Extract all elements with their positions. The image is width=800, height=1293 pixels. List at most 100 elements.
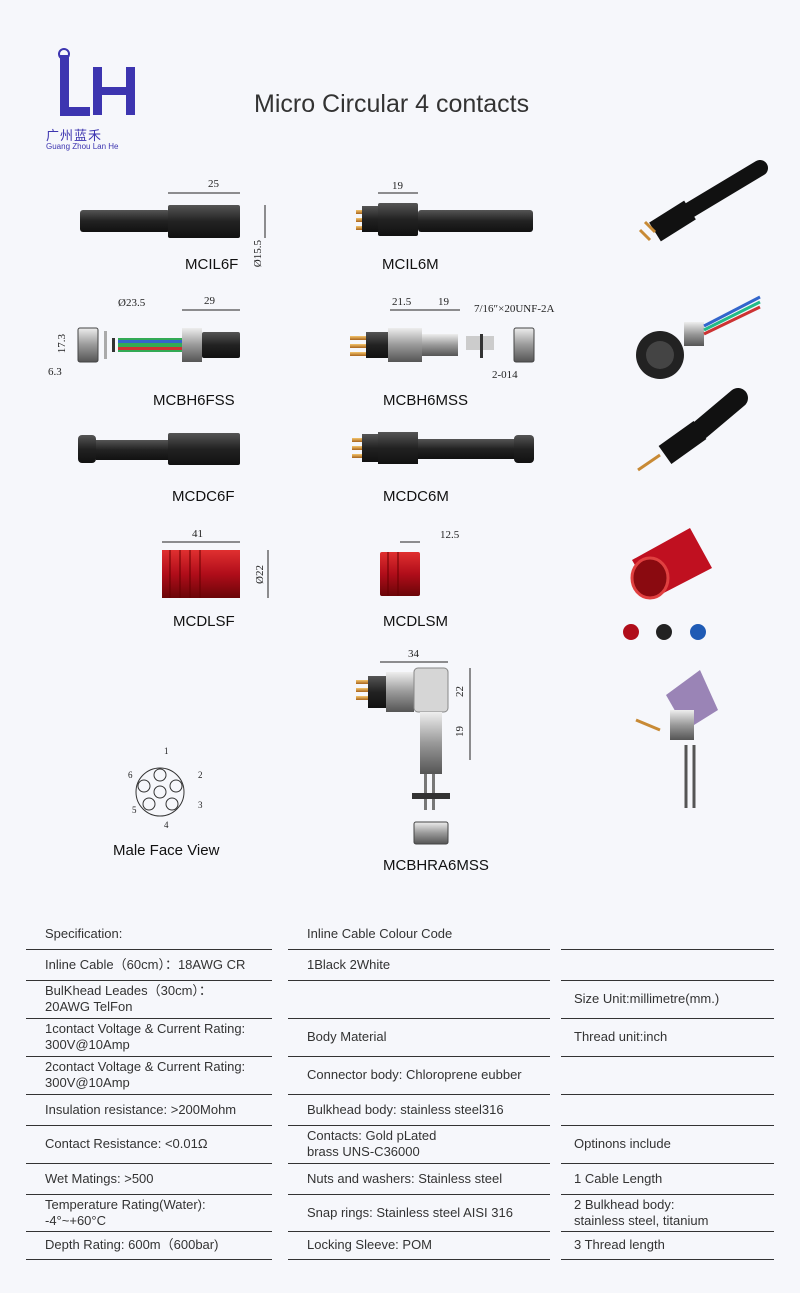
dim-mcil6f-length: 25 bbox=[208, 178, 219, 190]
render-red-sleeve bbox=[630, 528, 712, 600]
mcbh6mss-drawing bbox=[350, 309, 535, 363]
dim-mcbh6mss-b: 19 bbox=[438, 296, 449, 308]
spec-cell: Temperature Rating(Water): -4°~+60°C bbox=[45, 1196, 206, 1228]
table-rule bbox=[561, 1259, 774, 1260]
table-rule bbox=[26, 1163, 272, 1164]
dim-mcdlsf-length: 41 bbox=[192, 528, 203, 540]
render-dummy-male bbox=[637, 388, 748, 472]
table-rule bbox=[288, 1231, 550, 1232]
dim-mcbh6fss-length: 29 bbox=[204, 295, 215, 307]
spec-cell: 3 Thread length bbox=[574, 1237, 665, 1252]
pin-number-2: 2 bbox=[198, 770, 203, 780]
dim-mcdlsm-length: 12.5 bbox=[440, 529, 460, 541]
table-rule bbox=[561, 1163, 774, 1164]
dim-mcbh6mss-oring: 2-014 bbox=[492, 369, 518, 381]
spec-row: BulKhead Leades（30cm）： 20AWG TelFon Size … bbox=[26, 980, 774, 1018]
pin-number-5: 5 bbox=[132, 805, 137, 815]
dim-mcbh6fss-diameter: Ø23.5 bbox=[118, 297, 146, 309]
brand-name-en: Guang Zhou Lan He bbox=[46, 142, 119, 151]
spec-row: 2contact Voltage & Current Rating: 300V@… bbox=[26, 1056, 774, 1094]
sleeve-color-swatch bbox=[690, 624, 706, 640]
spec-cell: Thread unit:inch bbox=[574, 1029, 668, 1044]
render-right-angle bbox=[635, 670, 718, 808]
spec-cell: Locking Sleeve: POM bbox=[307, 1237, 433, 1252]
table-rule bbox=[26, 1194, 272, 1195]
mcbh6fss-drawing bbox=[77, 309, 240, 363]
table-rule bbox=[561, 1094, 774, 1095]
pin-number-1: 1 bbox=[164, 746, 169, 756]
mcdc6m-drawing bbox=[352, 432, 534, 464]
spec-row: Insulation resistance: >200Mohm Bulkhead … bbox=[26, 1094, 774, 1125]
spec-cell: Connector body: Chloroprene eubber bbox=[307, 1067, 522, 1082]
label-mcbh6mss: MCBH6MSS bbox=[383, 392, 469, 409]
spec-cell bbox=[307, 980, 547, 1018]
table-rule bbox=[288, 1094, 550, 1095]
spec-cell: Body Material bbox=[307, 1029, 387, 1044]
table-rule bbox=[288, 1125, 550, 1126]
spec-row: Wet Matings: >500 Nuts and washers: Stain… bbox=[26, 1163, 774, 1194]
mcbhra6mss-drawing bbox=[356, 661, 471, 845]
pin-number-3: 3 bbox=[198, 800, 203, 810]
male-face-view-icon bbox=[135, 767, 185, 817]
pin-number-4: 4 bbox=[164, 820, 169, 830]
spec-cell: Nuts and washers: Stainless steel bbox=[307, 1170, 503, 1186]
spec-row: Depth Rating: 600m（600bar)Locking Sleeve… bbox=[26, 1231, 774, 1259]
mcdlsm-drawing bbox=[380, 541, 420, 596]
dim-mcbh6mss-a: 21.5 bbox=[392, 296, 412, 308]
table-rule bbox=[26, 949, 272, 950]
mcdc6f-drawing bbox=[78, 433, 240, 465]
table-rule bbox=[561, 1018, 774, 1019]
brand-name-cn: 广州蓝禾 bbox=[46, 129, 103, 144]
pin-number-6: 6 bbox=[128, 770, 133, 780]
spec-cell bbox=[574, 1056, 774, 1094]
spec-row: 1contact Voltage & Current Rating: 300V@… bbox=[26, 1018, 774, 1056]
spec-cell: BulKhead Leades（30cm）： 20AWG TelFon bbox=[45, 983, 212, 1014]
label-mcdlsm: MCDLSM bbox=[383, 613, 449, 630]
label-mcbhra6mss: MCBHRA6MSS bbox=[383, 857, 489, 874]
spec-cell: Inline Cable Colour Code bbox=[307, 925, 453, 941]
dim-mcil6f-diameter: Ø15.5 bbox=[252, 240, 264, 268]
spec-cell: Bulkhead body: stainless steel316 bbox=[307, 1101, 504, 1117]
table-rule bbox=[561, 1231, 774, 1232]
spec-cell: 1 Cable Length bbox=[574, 1170, 663, 1186]
dim-mcbh6fss-height: 17.3 bbox=[56, 334, 68, 354]
spec-row: Specification:Inline Cable Colour Code bbox=[26, 918, 774, 949]
render-bulkhead-female bbox=[636, 295, 761, 379]
connector-drawings bbox=[77, 160, 768, 845]
spec-cell bbox=[574, 918, 774, 949]
table-rule bbox=[288, 1056, 550, 1057]
render-inline-male bbox=[638, 160, 768, 242]
table-rule bbox=[288, 1163, 550, 1164]
table-rule bbox=[26, 1259, 272, 1260]
spec-cell: Wet Matings: >500 bbox=[45, 1170, 154, 1186]
spec-cell: Optinons include bbox=[574, 1136, 671, 1151]
label-mcil6m: MCIL6M bbox=[382, 256, 439, 273]
label-mcbh6fss: MCBH6FSS bbox=[153, 392, 235, 409]
spec-cell: 1contact Voltage & Current Rating: 300V@… bbox=[45, 1021, 246, 1052]
dim-mcbhra6mss-h2: 19 bbox=[454, 726, 466, 737]
table-rule bbox=[561, 1056, 774, 1057]
spec-cell: Insulation resistance: >200Mohm bbox=[45, 1101, 237, 1117]
table-rule bbox=[561, 1125, 774, 1126]
male-face-view-caption: Male Face View bbox=[113, 842, 220, 859]
table-rule bbox=[26, 1056, 272, 1057]
spec-cell: 2contact Voltage & Current Rating: 300V@… bbox=[45, 1059, 246, 1090]
brand-logo-icon bbox=[58, 48, 135, 116]
dim-mcbhra6mss-length: 34 bbox=[408, 648, 419, 660]
dim-mcil6m-length: 19 bbox=[392, 180, 403, 192]
table-rule bbox=[561, 949, 774, 950]
table-rule bbox=[26, 1018, 272, 1019]
mcil6f-drawing bbox=[80, 192, 266, 238]
table-rule bbox=[26, 1094, 272, 1095]
label-mcdc6f: MCDC6F bbox=[172, 488, 235, 505]
spec-cell: Contacts: Gold pLated brass UNS-C36000 bbox=[307, 1128, 437, 1159]
table-rule bbox=[561, 1194, 774, 1195]
spec-cell: Size Unit:millimetre(mm.) bbox=[574, 991, 720, 1006]
table-rule bbox=[288, 980, 550, 981]
spec-cell bbox=[574, 1094, 774, 1125]
table-rule bbox=[26, 1125, 272, 1126]
spec-cell bbox=[574, 949, 774, 980]
